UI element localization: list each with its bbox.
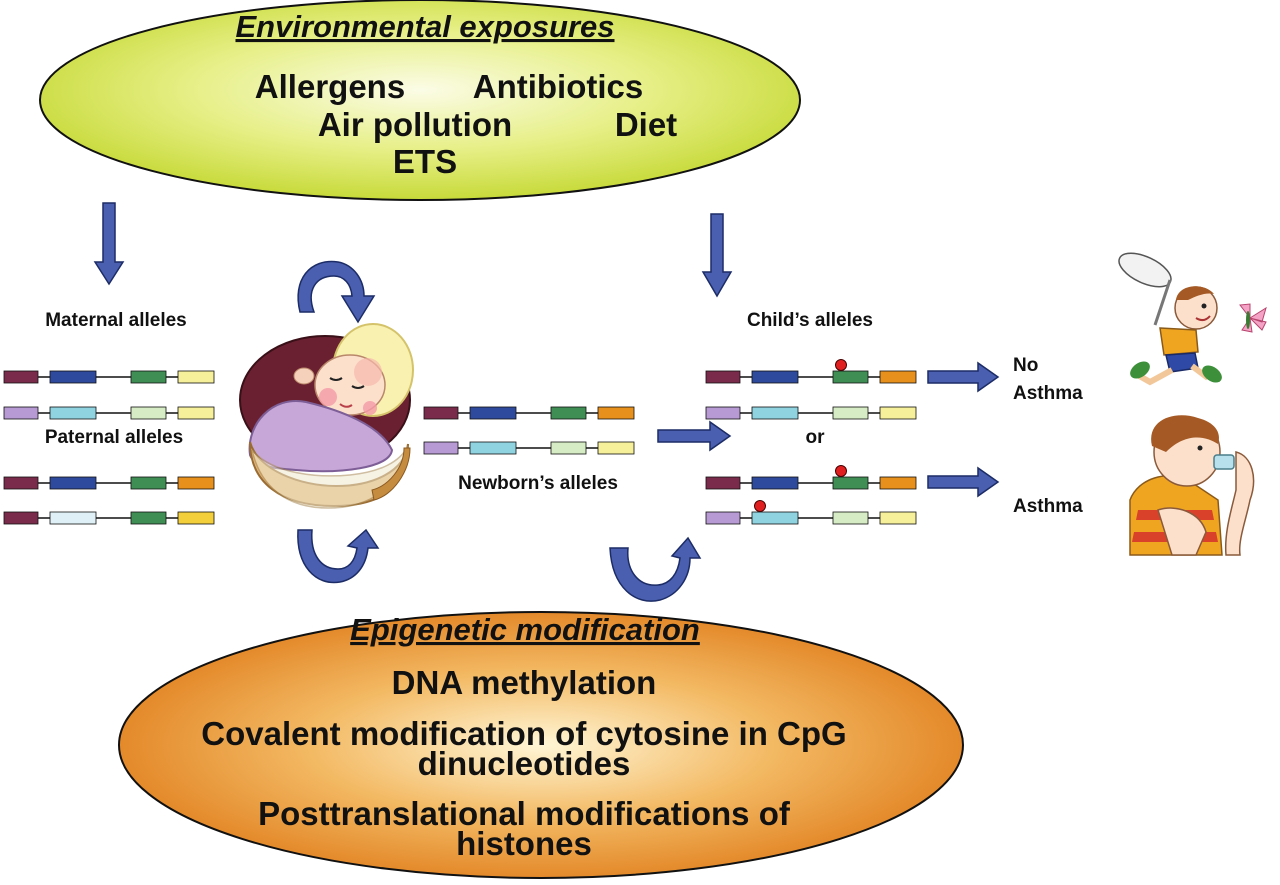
allele-segment — [177, 406, 215, 420]
curved-arrow-top — [297, 260, 376, 324]
methylation-mark — [835, 359, 847, 371]
down-arrow-right — [701, 213, 733, 298]
allele-segment — [49, 406, 97, 420]
baby-basket-illustration — [239, 323, 414, 509]
environment-arrows — [93, 202, 733, 298]
epigenetic-modification-group: Epigenetic modification DNA methylation … — [118, 611, 964, 879]
inhaler-boy-illustration — [1129, 415, 1255, 556]
arrow-to-child — [657, 420, 732, 452]
allele-segment — [469, 406, 517, 420]
allele-segment — [832, 370, 869, 384]
allele-segment — [751, 511, 799, 525]
allele-segment — [423, 441, 459, 455]
paternal-alleles-label: Paternal alleles — [45, 427, 183, 448]
allele-segment — [597, 406, 635, 420]
allele-segment — [879, 370, 917, 384]
allele-segment — [130, 406, 167, 420]
allele-segment — [879, 476, 917, 490]
epigenetic-histones-line2: histones — [456, 825, 592, 862]
asthma-label: Asthma — [1013, 496, 1083, 517]
newborn-alleles-label: Newborn’s alleles — [458, 473, 618, 494]
methylation-mark — [754, 500, 766, 512]
allele-segment — [423, 406, 459, 420]
arrow-to-no-asthma — [927, 361, 1000, 393]
epigenetic-histones-line1: Posttranslational modifications of — [258, 795, 791, 832]
allele-segment — [469, 441, 517, 455]
allele-segment — [3, 406, 39, 420]
allele-segment — [597, 441, 635, 455]
no-asthma-no-label: No — [1013, 355, 1038, 376]
allele-segment — [705, 370, 741, 384]
allele-segment — [751, 370, 799, 384]
exposure-ets: ETS — [393, 143, 457, 180]
cycle-arrows — [297, 260, 702, 602]
allele-segment — [705, 476, 741, 490]
epigenetic-ellipse — [118, 611, 964, 879]
or-label: or — [806, 427, 826, 448]
allele-segment — [705, 511, 741, 525]
allele-segment — [550, 406, 587, 420]
basket-body — [251, 445, 409, 509]
allele-segment — [49, 476, 97, 490]
allele-strands — [3, 359, 917, 525]
inhaler-icon — [1213, 454, 1235, 470]
flow-arrows — [657, 361, 1000, 498]
allele-segment — [879, 511, 917, 525]
arrow-to-asthma — [927, 466, 1000, 498]
allele-segment — [3, 370, 39, 384]
allele-segment — [832, 406, 869, 420]
allele-segment — [130, 476, 167, 490]
down-arrow-left — [93, 202, 125, 286]
maternal-alleles-label: Maternal alleles — [45, 310, 187, 331]
epigenetic-covalent-line2: dinucleotides — [418, 745, 631, 782]
child-alleles-label: Child’s alleles — [747, 310, 873, 331]
allele-segment — [550, 441, 587, 455]
butterfly-icon — [1239, 303, 1267, 333]
allele-segment — [49, 511, 97, 525]
exposure-antibiotics: Antibiotics — [473, 68, 644, 105]
epigenetic-title: Epigenetic modification — [350, 612, 700, 647]
allele-segment — [177, 511, 215, 525]
allele-segment — [3, 511, 39, 525]
environment-ellipse — [39, 0, 801, 201]
environmental-exposures-group: Environmental exposures Allergens Antibi… — [39, 0, 801, 201]
epigenetic-dna-methylation: DNA methylation — [392, 664, 657, 701]
allele-segment — [751, 406, 799, 420]
allele-segment — [177, 476, 215, 490]
running-boy-illustration — [1118, 252, 1267, 386]
allele-segment — [879, 406, 917, 420]
allele-segment — [705, 406, 741, 420]
exposure-air-pollution: Air pollution — [318, 106, 512, 143]
curved-arrow-bottom-right — [609, 536, 702, 602]
environment-title: Environmental exposures — [235, 9, 614, 44]
methylation-mark — [835, 465, 847, 477]
exposure-allergens: Allergens — [255, 68, 405, 105]
allele-segment — [832, 476, 869, 490]
no-asthma-asthma-label: Asthma — [1013, 383, 1083, 404]
allele-segment — [751, 476, 799, 490]
allele-segment — [832, 511, 869, 525]
baby-blanket — [248, 399, 394, 473]
boy-shirt — [1159, 327, 1199, 356]
curved-arrow-bottom-left — [297, 528, 380, 584]
allele-segment — [49, 370, 97, 384]
exposure-diet: Diet — [615, 106, 677, 143]
allele-segment — [177, 370, 215, 384]
allele-segment — [130, 511, 167, 525]
epigenetic-covalent-line1: Covalent modification of cytosine in CpG — [201, 715, 846, 752]
allele-segment — [130, 370, 167, 384]
allele-segment — [3, 476, 39, 490]
